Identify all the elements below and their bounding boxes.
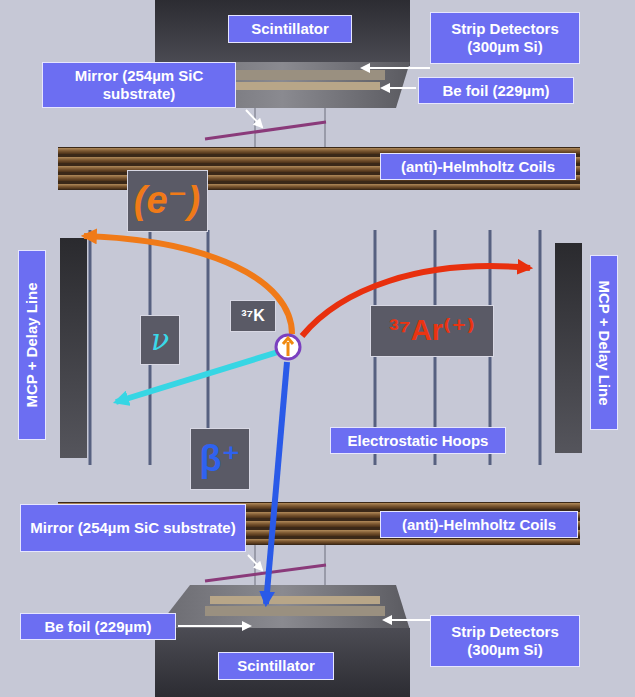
label-text: ³⁷K: [241, 307, 264, 325]
label-text: Be foil (229µm): [45, 618, 152, 636]
coil-label: (anti)-Helmholtz Coils: [380, 511, 578, 538]
scintillator-label: Scintillator: [218, 652, 334, 680]
label-text: Strip Detectors (300µm Si): [437, 20, 573, 56]
label-text: Strip Detectors (300µm Si): [437, 623, 573, 659]
label-text: MCP + Delay Line: [595, 280, 613, 405]
label-text: β⁺: [200, 438, 241, 479]
be-foil-label: Be foil (229µm): [20, 613, 176, 640]
label-text: (anti)-Helmholtz Coils: [401, 158, 555, 176]
label-text: (e⁻): [134, 179, 201, 223]
coil-label: (anti)-Helmholtz Coils: [380, 153, 576, 180]
label-text: Electrostatic Hoops: [348, 432, 489, 450]
be-foil-label: Be foil (229µm): [418, 77, 574, 104]
hoops-label: Electrostatic Hoops: [330, 427, 506, 454]
label-text: MCP + Delay Line: [23, 282, 41, 407]
label-text: Scintillator: [237, 657, 315, 675]
recoil-ion-label: ³⁷Ar⁽⁺⁾: [370, 305, 494, 357]
mirror-label: Mirror (254µm SiC substrate): [42, 62, 236, 108]
electron-label: (e⁻): [127, 170, 208, 232]
isotope-label: ³⁷K: [230, 300, 276, 332]
positron-label: β⁺: [190, 428, 250, 490]
mcp-label: MCP + Delay Line: [590, 255, 618, 430]
label-text: Be foil (229µm): [443, 82, 550, 100]
label-text: Scintillator: [251, 20, 329, 38]
label-text: Mirror (254µm SiC substrate): [49, 67, 229, 103]
label-text: Mirror (254µm SiC substrate): [30, 519, 235, 537]
scintillator-label: Scintillator: [228, 15, 352, 43]
strip-detector-label: Strip Detectors (300µm Si): [430, 12, 580, 64]
label-text: ³⁷Ar⁽⁺⁾: [389, 314, 475, 347]
mirror-label: Mirror (254µm SiC substrate): [20, 504, 246, 552]
strip-detector-label: Strip Detectors (300µm Si): [430, 615, 580, 667]
neutrino-label: ν: [140, 315, 180, 365]
mcp-label: MCP + Delay Line: [18, 250, 46, 440]
label-text: (anti)-Helmholtz Coils: [402, 516, 556, 534]
label-text: ν: [151, 323, 169, 358]
